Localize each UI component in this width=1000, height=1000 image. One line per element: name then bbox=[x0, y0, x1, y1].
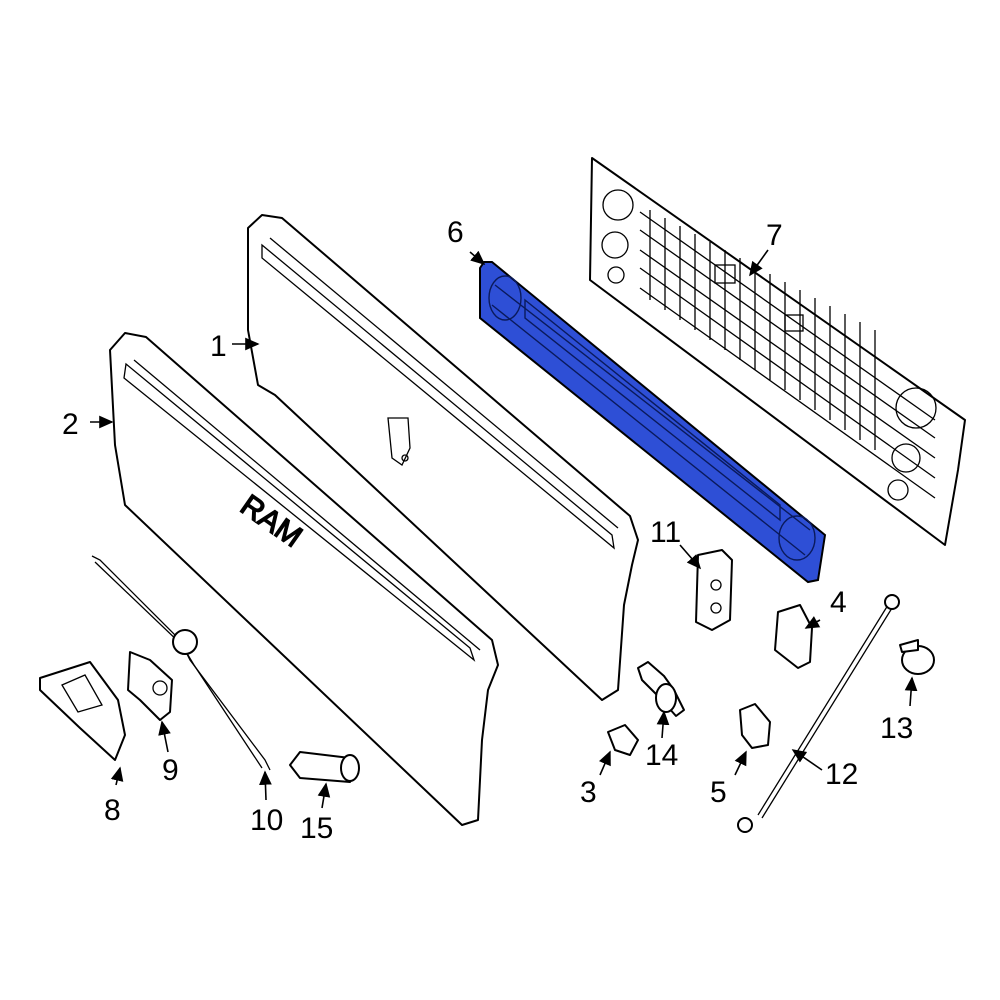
callout-14: 14 bbox=[645, 739, 678, 772]
part-7-inner-panel[interactable] bbox=[589, 157, 966, 546]
callout-leaders bbox=[90, 249, 918, 809]
callout-1: 1 bbox=[210, 330, 227, 363]
part-12-support-cable[interactable] bbox=[737, 594, 900, 833]
callout-8: 8 bbox=[104, 794, 121, 827]
part-8-handle-housing[interactable] bbox=[39, 661, 126, 761]
part-3-bushing[interactable] bbox=[607, 724, 639, 756]
callout-12: 12 bbox=[825, 758, 858, 791]
part-14-pivot-stud[interactable] bbox=[637, 661, 685, 717]
callout-6: 6 bbox=[447, 216, 464, 249]
part-10-latch-rod[interactable] bbox=[91, 555, 271, 771]
part-9-latch-handle[interactable] bbox=[127, 651, 173, 721]
callout-11: 11 bbox=[650, 516, 681, 549]
callout-9: 9 bbox=[162, 754, 179, 787]
part-1-tailgate-shell[interactable] bbox=[247, 214, 639, 701]
callout-2: 2 bbox=[62, 408, 79, 441]
part-13-striker-bolt[interactable] bbox=[899, 639, 935, 675]
callout-5: 5 bbox=[710, 776, 727, 809]
callout-labels: 1 2 3 4 5 6 7 8 9 10 11 12 13 14 15 bbox=[62, 216, 913, 845]
part-5-cable-bracket[interactable] bbox=[739, 703, 771, 749]
part-6-reinforcement-highlighted[interactable] bbox=[479, 261, 827, 584]
callout-13: 13 bbox=[880, 712, 913, 745]
part-7-ribs bbox=[639, 210, 936, 499]
part-11-hinge-bracket[interactable] bbox=[695, 549, 733, 631]
part-15-lock-cylinder[interactable] bbox=[289, 751, 360, 783]
callout-4: 4 bbox=[830, 586, 847, 619]
callout-10: 10 bbox=[250, 804, 283, 837]
callout-3: 3 bbox=[580, 776, 597, 809]
part-4-pivot-cup[interactable] bbox=[774, 604, 813, 669]
part-2-tailgate-skin[interactable]: RAM bbox=[109, 332, 499, 826]
callout-7: 7 bbox=[766, 219, 783, 252]
callout-15: 15 bbox=[300, 812, 333, 845]
